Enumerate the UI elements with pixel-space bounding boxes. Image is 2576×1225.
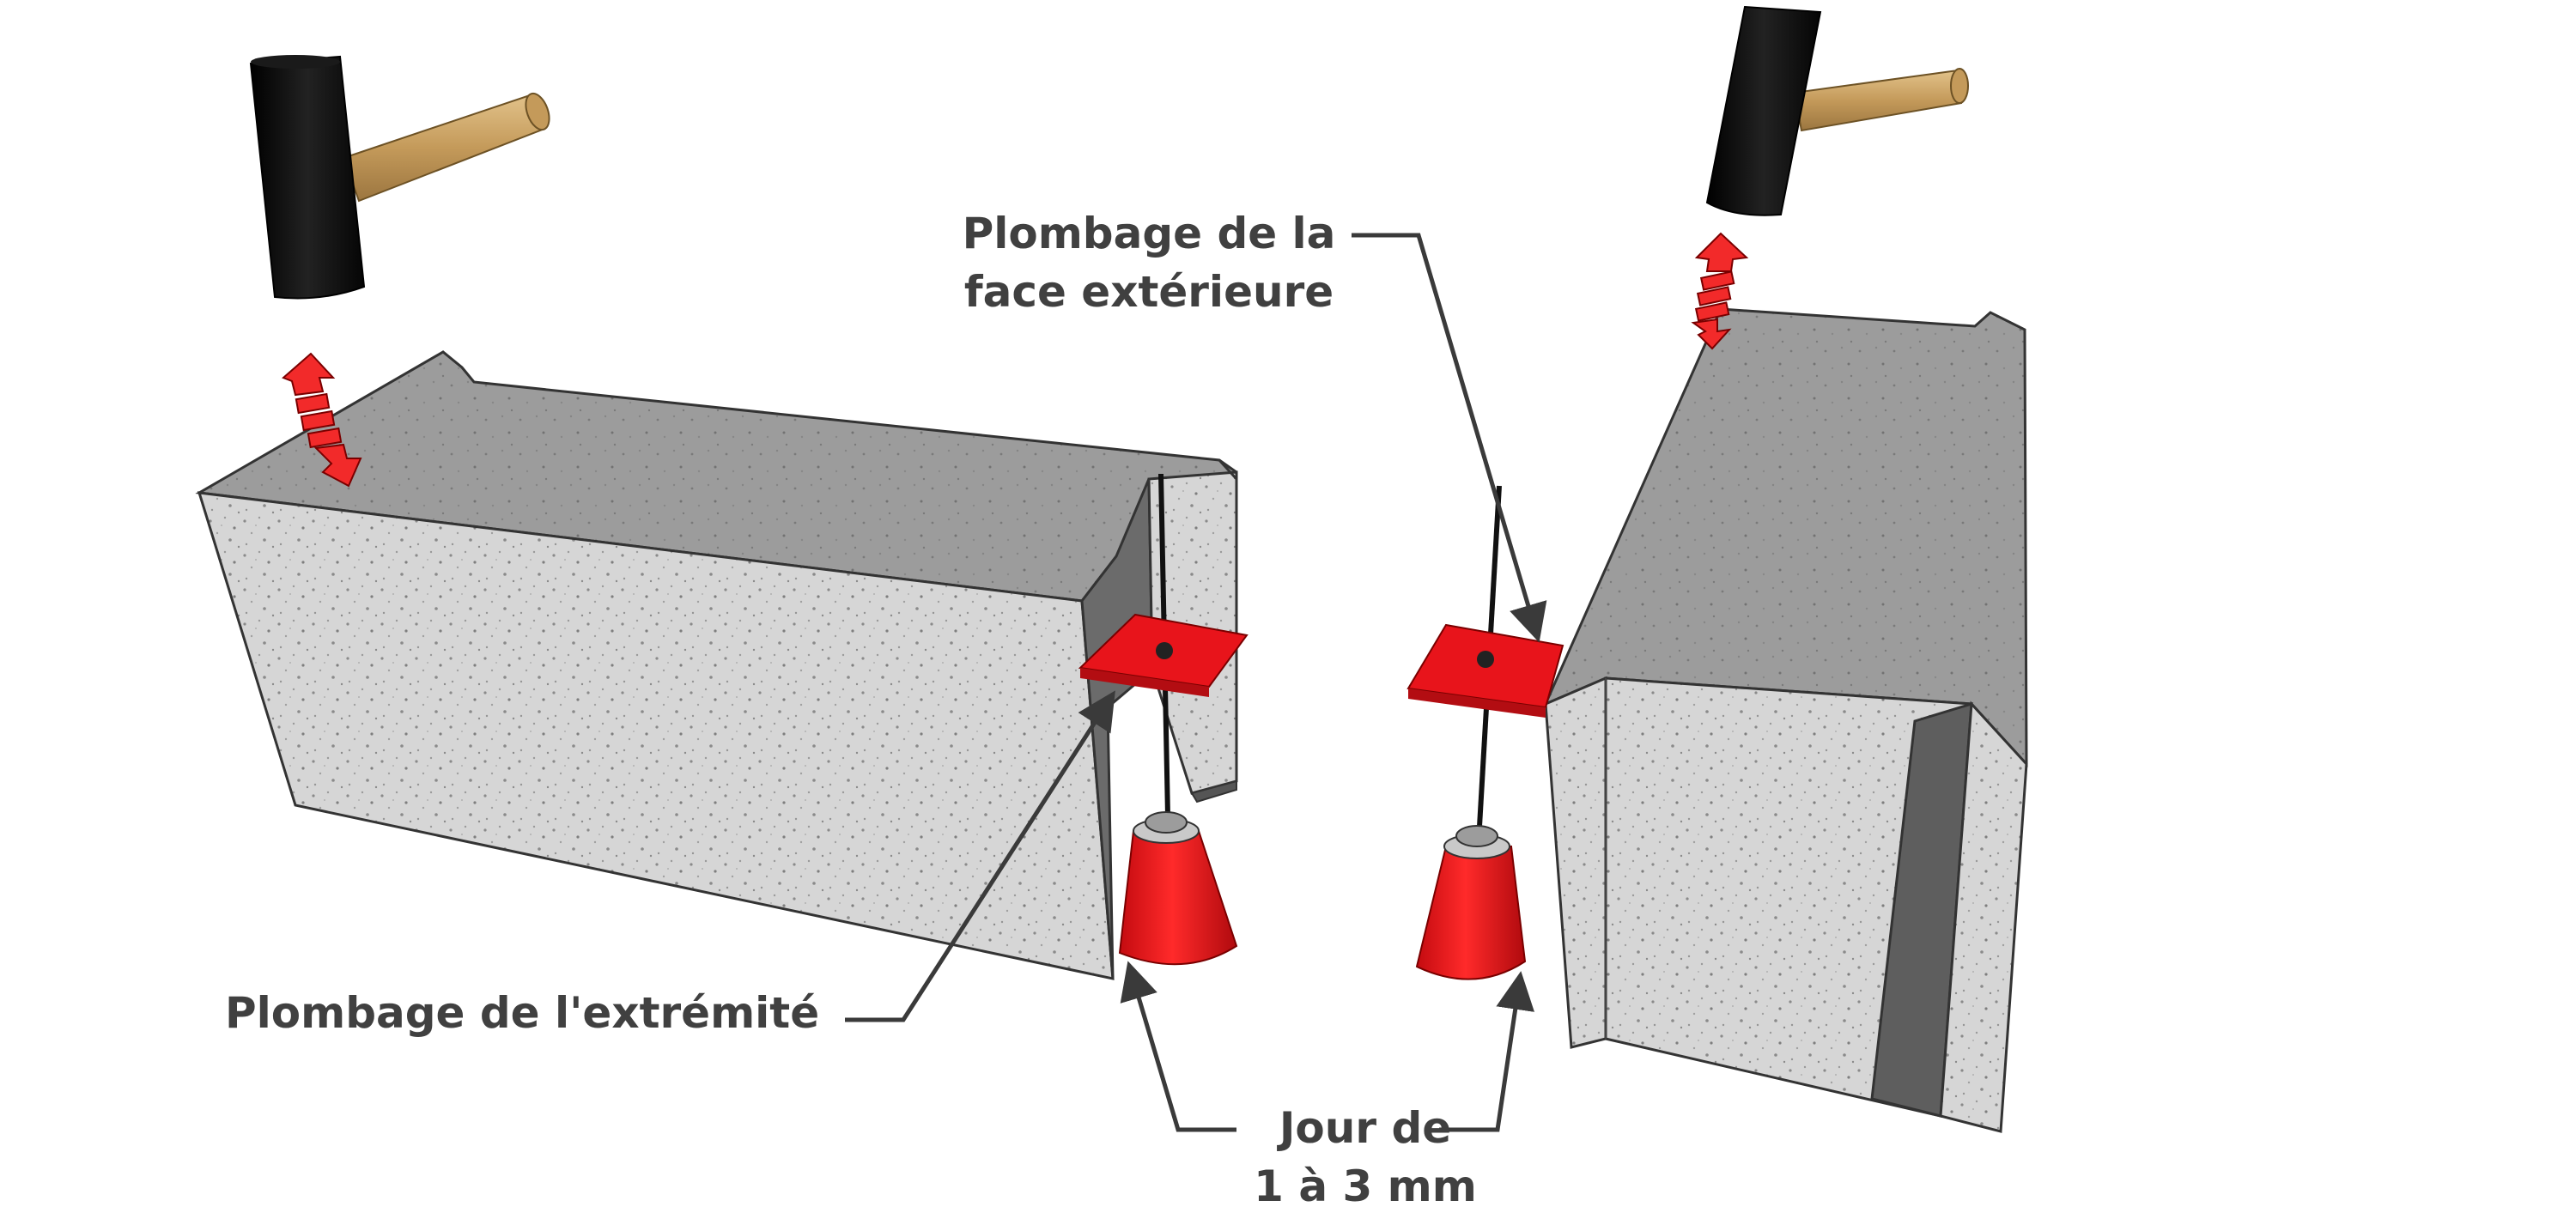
impact-arrows-icon: [1691, 232, 1749, 350]
right-concrete-block: [1543, 307, 2028, 1133]
leader-lines: [845, 233, 1547, 1132]
plumb-weight: [1415, 846, 1527, 980]
plumb-weight: [1118, 830, 1238, 966]
label-gap-line1: Jour de: [1279, 1103, 1452, 1153]
label-gap: Jour de 1 à 3 mm: [1236, 1099, 1494, 1216]
impact-arrows-icon: [282, 352, 362, 488]
label-block-end-text: Plombage de l'extrémité: [225, 988, 820, 1038]
leader-block-end: [845, 690, 1115, 1022]
hammer-handle: [1793, 69, 1963, 132]
right-block-right-rib: [1939, 700, 2028, 1133]
leader-gap-left: [1120, 961, 1236, 1132]
hammer-icon: [249, 55, 550, 300]
hammer-head: [1705, 5, 1822, 216]
label-exterior-face-line2: face extérieure: [963, 267, 1334, 317]
label-block-end-plumbing: Plombage de l'extrémité: [225, 984, 819, 1042]
left-block-rib-shadow: [1190, 779, 1237, 804]
right-block-front-post: [1544, 676, 1607, 1049]
plumb-bob-icon: [1406, 485, 1564, 980]
left-concrete-block: [195, 350, 1238, 980]
label-gap-line2: 1 à 3 mm: [1254, 1161, 1477, 1211]
hammer-head: [249, 55, 366, 300]
leader-exterior-face: [1352, 233, 1547, 643]
plumb-bob-icon: [1078, 473, 1249, 966]
hammer-handle: [342, 93, 546, 203]
hammer-icon: [1705, 5, 1969, 216]
label-exterior-face-line1: Plombage de la: [962, 209, 1336, 258]
leader-gap-right: [1439, 971, 1534, 1132]
label-exterior-face-plumbing: Plombage de la face extérieure: [951, 204, 1346, 321]
